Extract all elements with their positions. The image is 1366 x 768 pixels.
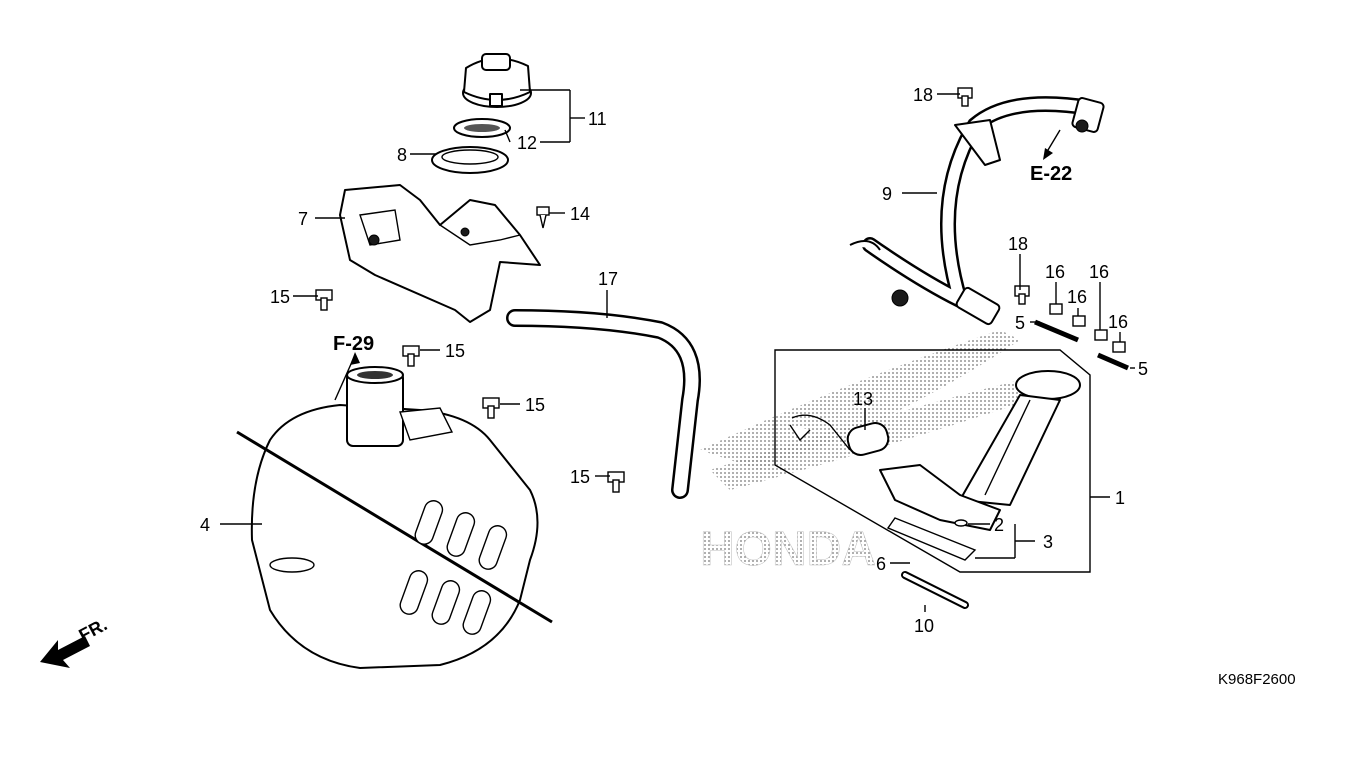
callout-15-c[interactable]: 15 bbox=[525, 395, 545, 415]
bolt-18-top bbox=[957, 87, 973, 107]
callout-18-mid[interactable]: 18 bbox=[1008, 234, 1028, 254]
hose-end-left bbox=[849, 240, 881, 251]
bolt-18-mid bbox=[1014, 285, 1030, 305]
callout-15-d[interactable]: 15 bbox=[570, 467, 590, 487]
callout-18-top[interactable]: 18 bbox=[913, 85, 933, 105]
bolt-15-b bbox=[402, 345, 420, 367]
stay-5-b bbox=[1097, 352, 1129, 371]
e22-arrowhead bbox=[1043, 148, 1053, 160]
callout-5-left[interactable]: 5 bbox=[1015, 313, 1025, 333]
callout-6[interactable]: 6 bbox=[876, 554, 886, 574]
callout-10[interactable]: 10 bbox=[914, 616, 934, 636]
callout-14[interactable]: 14 bbox=[570, 204, 590, 224]
callout-16-a[interactable]: 16 bbox=[1045, 262, 1065, 282]
stay-5-a bbox=[1034, 319, 1079, 343]
callout-4[interactable]: 4 bbox=[200, 515, 210, 535]
callout-1[interactable]: 1 bbox=[1115, 488, 1125, 508]
callout-16-b[interactable]: 16 bbox=[1067, 287, 1087, 307]
callout-17[interactable]: 17 bbox=[598, 269, 618, 289]
callout-16-d[interactable]: 16 bbox=[1108, 312, 1128, 332]
pump-gasket bbox=[903, 573, 967, 607]
callout-5-right[interactable]: 5 bbox=[1138, 359, 1148, 379]
callout-13[interactable]: 13 bbox=[853, 389, 873, 409]
callout-7[interactable]: 7 bbox=[298, 209, 308, 229]
fuel-hose bbox=[864, 98, 1096, 311]
bolt-15-a bbox=[315, 289, 333, 311]
diagram-code: K968F2600 bbox=[1218, 671, 1296, 688]
hose-connector bbox=[955, 286, 1001, 326]
breather-tube bbox=[508, 311, 699, 497]
callout-16-c[interactable]: 16 bbox=[1089, 262, 1109, 282]
fuel-cap bbox=[462, 53, 532, 108]
front-arrow: FR. bbox=[40, 614, 110, 668]
bolt-15-c bbox=[482, 397, 500, 419]
screw-14 bbox=[536, 206, 550, 229]
f29-arrowhead bbox=[350, 352, 360, 365]
fuel-pump-assembly bbox=[774, 349, 1091, 573]
cap-gasket-inner bbox=[464, 124, 500, 132]
fuel-tank bbox=[236, 366, 553, 669]
callout-3[interactable]: 3 bbox=[1043, 532, 1053, 552]
hose-bracket bbox=[954, 119, 1001, 166]
hose-connector-nut bbox=[1075, 119, 1089, 133]
ref-f29[interactable]: F-29 bbox=[333, 333, 374, 355]
fuel-tank-cover bbox=[339, 184, 541, 323]
callout-9[interactable]: 9 bbox=[882, 184, 892, 204]
callout-15-b[interactable]: 15 bbox=[445, 341, 465, 361]
callout-11[interactable]: 11 bbox=[588, 109, 607, 129]
callout-2[interactable]: 2 bbox=[994, 515, 1004, 535]
hose-clamp-left bbox=[891, 289, 909, 307]
filler-seal-inner bbox=[441, 149, 499, 165]
ref-e22[interactable]: E-22 bbox=[1030, 163, 1072, 185]
callout-15-a[interactable]: 15 bbox=[270, 287, 290, 307]
bolt-15-d bbox=[607, 471, 625, 493]
callout-8[interactable]: 8 bbox=[397, 145, 407, 165]
callout-12[interactable]: 12 bbox=[517, 133, 537, 153]
callout-leaders bbox=[220, 89, 1135, 612]
watermark-text: HONDA bbox=[700, 523, 876, 576]
